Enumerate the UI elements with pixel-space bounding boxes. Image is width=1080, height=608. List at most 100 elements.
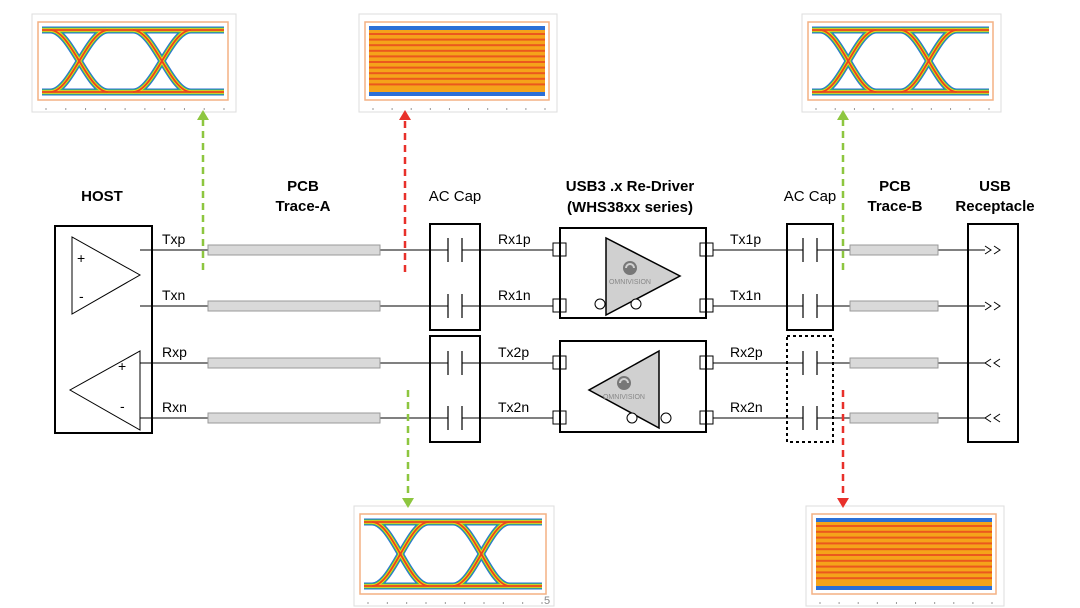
eye-noise-stripe	[816, 548, 992, 551]
omnivision-logo-text: OMNIVISION	[609, 279, 651, 286]
arrow-head-icon	[399, 110, 411, 120]
redriver-left-pin-label: Tx2n	[498, 399, 529, 415]
cap-gap	[448, 240, 462, 260]
eye-plot-frame	[359, 513, 547, 595]
host-label: HOST	[81, 188, 123, 205]
eye-transition	[819, 29, 877, 93]
trace-b-label: Trace-B	[867, 198, 922, 215]
redriver-right-pin-label: Tx1p	[730, 231, 761, 247]
arrow-head-icon	[197, 110, 209, 120]
inverter-bubble-icon	[594, 298, 606, 310]
eye-noise-stripe	[369, 61, 545, 63]
eye-transition	[452, 521, 510, 587]
host-signal-label: Txn	[162, 287, 185, 303]
host-signal-label: Txp	[162, 231, 186, 247]
ac-cap-b-label: AC Cap	[784, 188, 837, 205]
eye-transition	[132, 29, 192, 93]
ac-cap-b-rx-box-dashed	[786, 335, 834, 443]
eye-noise-stripe	[816, 559, 992, 562]
logo-swirl	[625, 263, 635, 269]
usb-label: USB	[979, 178, 1011, 195]
trace-a-segment	[207, 244, 381, 256]
eye-diagram-host-rx-input	[353, 505, 555, 607]
eye-noise-stripe	[816, 536, 992, 539]
chevron-right-icon	[993, 245, 1001, 255]
rx-minus: -	[120, 398, 125, 414]
receptacle-label: Receptacle	[955, 198, 1034, 215]
host-box	[54, 225, 153, 434]
eye-noise-stripe	[816, 577, 992, 580]
trace-a-label: Trace-A	[275, 198, 330, 215]
eye-plot-frame	[807, 21, 994, 101]
chevron-left-icon	[993, 358, 1001, 368]
eye-noise-stripe	[369, 33, 545, 35]
redriver-channel-1-box	[559, 227, 707, 319]
trace-a-segment	[207, 412, 381, 424]
host-rx-receiver-icon	[68, 350, 141, 431]
rx-plus: +	[118, 358, 126, 374]
eye-noise-stripe	[369, 83, 545, 86]
ac-cap-a-tx-box	[429, 223, 481, 331]
ac-cap-b-tx-box	[786, 223, 834, 331]
eye-diagram-host-tx-output	[31, 13, 237, 113]
chevron-left-icon	[984, 358, 992, 368]
inverter-bubble-icon	[630, 298, 642, 310]
redriver-amp-1-icon	[605, 236, 682, 317]
redriver-right-pin-label: Tx1n	[730, 287, 761, 303]
trace-b-segment	[849, 412, 939, 424]
usb-receptacle-box	[967, 223, 1019, 443]
eye-transition	[900, 29, 957, 93]
eye-noise-stripe	[369, 55, 545, 58]
redriver-left-pin-label: Tx2p	[498, 344, 529, 360]
pcb-b-label: PCB	[879, 178, 911, 195]
redriver-series-label: (WHS38xx series)	[567, 199, 693, 216]
cap-gap	[803, 408, 817, 428]
redriver-right-pin-label: Rx2n	[730, 399, 763, 415]
cap-gap	[448, 408, 462, 428]
redriver-right-pin-label: Rx2p	[730, 344, 763, 360]
cap-gap	[448, 353, 462, 373]
eye-diagram-receptacle-tx-output	[801, 13, 1002, 113]
eye-noise-stripe	[816, 525, 992, 527]
trace-b-segment	[849, 300, 939, 312]
eye-noise-stripe	[816, 530, 992, 533]
pcb-a-label: PCB	[287, 178, 319, 195]
logo-swirl	[619, 378, 629, 384]
arrow-head-icon	[837, 110, 849, 120]
eye-transition	[50, 29, 109, 93]
eye-noise-stripe	[369, 77, 545, 80]
trace-a-segment	[207, 300, 381, 312]
cap-gap	[448, 296, 462, 316]
chevron-right-icon	[984, 245, 992, 255]
eye-noise-stripe	[369, 38, 545, 41]
redriver-label: USB3 .x Re-Driver	[566, 178, 695, 195]
signal-wires	[140, 249, 985, 419]
arrow-head-icon	[402, 498, 414, 508]
eye-diagram-receptacle-rx-input	[805, 505, 1005, 607]
trace-b-segment	[849, 244, 939, 256]
eye-noise-stripe	[369, 66, 545, 69]
chevron-left-icon	[984, 413, 992, 423]
tx-minus: -	[79, 288, 84, 304]
eye-plot-frame	[37, 21, 229, 101]
eye-noise-stripe	[816, 554, 992, 556]
eye-noise-stripe	[369, 49, 545, 52]
eye-noise-stripe	[816, 571, 992, 574]
ac-cap-a-label: AC Cap	[429, 188, 482, 205]
chevron-right-icon	[984, 301, 992, 311]
page-number: 5	[544, 595, 550, 607]
chevron-left-icon	[993, 413, 1001, 423]
host-signal-label: Rxn	[162, 399, 187, 415]
ac-cap-a-rx-box	[429, 335, 481, 443]
cap-gap	[803, 296, 817, 316]
omnivision-logo-text: OMNIVISION	[603, 394, 645, 401]
eye-noise-stripe	[816, 565, 992, 568]
trace-a-segment	[207, 357, 381, 369]
redriver-left-pin-label: Rx1n	[498, 287, 531, 303]
chevron-right-icon	[993, 301, 1001, 311]
redriver-channel-2-box	[559, 340, 707, 433]
trace-b-segment	[849, 357, 939, 369]
cap-gap	[803, 240, 817, 260]
